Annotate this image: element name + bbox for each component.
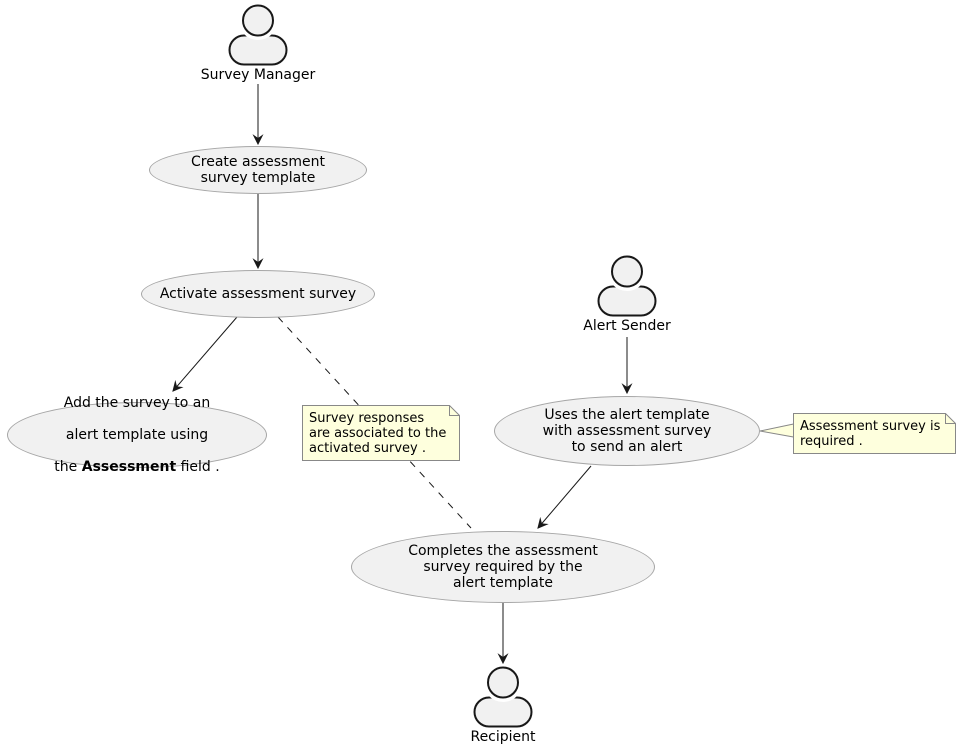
- person-icon: [228, 4, 288, 66]
- usecase-completes-assessment-survey: Completes the assessment survey required…: [351, 531, 655, 603]
- usecase-activate-assessment-survey: Activate assessment survey: [141, 270, 375, 318]
- usecase-uses-alert-template: Uses the alert template with assessment …: [494, 396, 760, 466]
- usecase-create-assessment-survey-template: Create assessment survey template: [149, 146, 367, 194]
- person-icon: [597, 255, 657, 317]
- actor-label: Alert Sender: [583, 318, 671, 334]
- actor-label: Survey Manager: [200, 67, 316, 83]
- usecase-label: Add the survey to an alert template usin…: [54, 379, 219, 491]
- usecase-label-part: field .: [176, 459, 220, 475]
- usecase-label: Completes the assessment survey required…: [408, 543, 598, 591]
- actor-label: Recipient: [470, 729, 536, 745]
- note-fold-icon: [945, 413, 956, 424]
- usecase-label-part: the: [54, 459, 82, 475]
- actor-recipient: Recipient: [433, 666, 573, 745]
- note-assessment-required-shape: [793, 413, 956, 454]
- note-pointer: [759, 423, 794, 438]
- usecase-label: Activate assessment survey: [159, 286, 357, 302]
- usecase-label-line: alert template using: [65, 427, 209, 443]
- edge-uses-to-completes: [537, 465, 592, 529]
- edge-activate-to-add: [172, 316, 238, 392]
- actor-survey-manager: Survey Manager: [188, 4, 328, 83]
- note-survey-responses-shape: [302, 405, 460, 461]
- note-assessment-required: Assessment survey is required .: [800, 419, 941, 449]
- usecase-add-survey-to-alert-template: Add the survey to an alert template usin…: [7, 395, 267, 475]
- usecase-label: Uses the alert template with assessment …: [542, 407, 712, 455]
- usecase-label: Create assessment survey template: [191, 154, 325, 186]
- usecase-label-line: Add the survey to an: [63, 395, 211, 411]
- usecase-label-line: the Assessment field .: [54, 459, 219, 475]
- person-icon: [473, 666, 533, 728]
- note-survey-responses: Survey responses are associated to the a…: [309, 411, 447, 456]
- note-fold-icon: [449, 405, 460, 416]
- actor-alert-sender: Alert Sender: [557, 255, 697, 334]
- usecase-label-bold: Assessment: [81, 459, 177, 475]
